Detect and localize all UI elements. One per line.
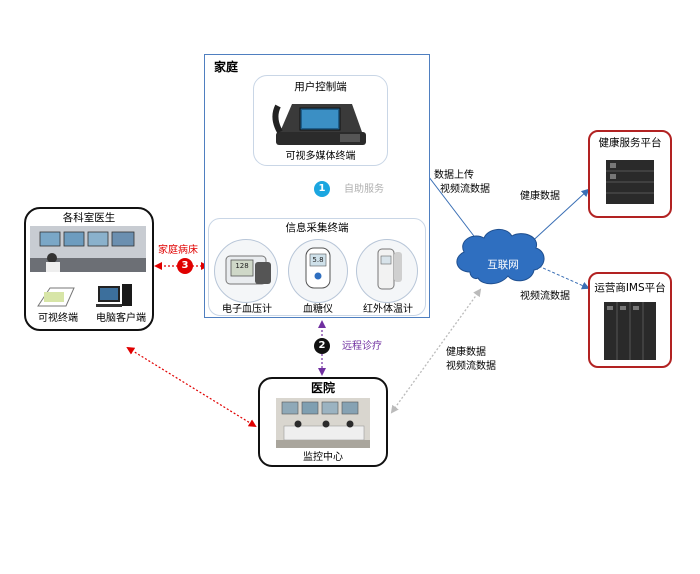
internet-label: 互联网 xyxy=(487,259,519,271)
net-to-ims-label: 视频流数据 xyxy=(520,291,570,302)
remote-number-badge: 2 xyxy=(314,338,330,354)
doctors-title: 各科室医生 xyxy=(62,212,116,224)
collector-title: 信息采集终端 xyxy=(285,222,349,234)
self-service-number-badge: 1 xyxy=(314,181,330,197)
user-console-caption: 可视多媒体终端 xyxy=(285,151,356,162)
hospital-title: 医院 xyxy=(310,381,335,395)
net-to-hospital-label-1: 健康数据 xyxy=(446,347,486,358)
blood-pressure-device xyxy=(214,239,278,303)
home-title: 家庭 xyxy=(214,60,239,74)
edge-doctors-hospital xyxy=(126,346,257,428)
visual-terminal-label: 可视终端 xyxy=(38,313,78,324)
remote-number: 2 xyxy=(318,340,326,351)
glucose-meter-label: 血糖仪 xyxy=(303,304,333,315)
health-platform-title: 健康服务平台 xyxy=(598,137,662,149)
glucose-meter-device xyxy=(288,239,348,303)
glucose-display: 5.8 xyxy=(312,256,324,264)
home-bed-number-badge: 3 xyxy=(177,258,193,274)
self-service-number: 1 xyxy=(318,183,326,194)
edge-internet-ims xyxy=(532,262,590,290)
remote-label: 远程诊疗 xyxy=(342,341,382,352)
edge-internet-hospital xyxy=(390,288,482,414)
home-bed-label: 家庭病床 xyxy=(158,245,198,256)
home-to-net-label-2: 视频流数据 xyxy=(440,184,490,195)
home-bed-number: 3 xyxy=(181,260,189,271)
thermometer-device xyxy=(356,239,418,303)
bp-display: 128 xyxy=(235,262,249,270)
ims-platform-title: 运营商IMS平台 xyxy=(594,282,666,294)
self-service-label: 自助服务 xyxy=(344,184,384,195)
thermometer-label: 红外体温计 xyxy=(363,304,413,315)
hospital-caption: 监控中心 xyxy=(303,452,343,463)
user-console-title: 用户控制端 xyxy=(294,81,347,93)
net-to-health-label: 健康数据 xyxy=(520,191,560,202)
home-to-net-label-1: 数据上传 xyxy=(434,170,474,181)
blood-pressure-label: 电子血压计 xyxy=(222,304,272,315)
pc-client-label: 电脑客户端 xyxy=(96,313,146,324)
net-to-hospital-label-2: 视频流数据 xyxy=(446,361,496,372)
